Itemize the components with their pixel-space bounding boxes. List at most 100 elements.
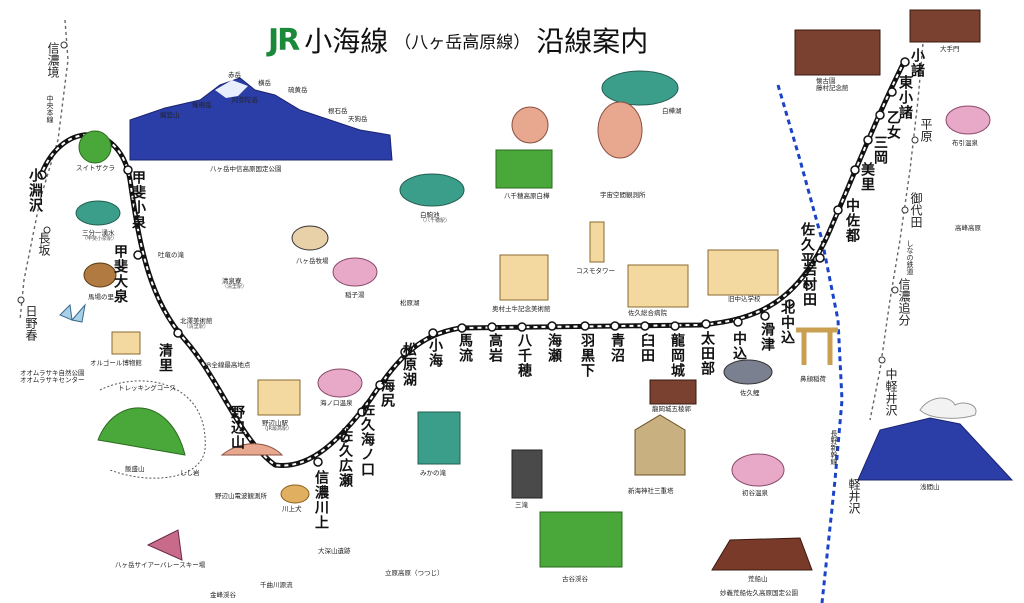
spot-railway-highest: JR全線最高地点 — [205, 361, 251, 369]
station-umijiri: 海尻 — [379, 378, 395, 408]
chuo-station-dot — [17, 296, 25, 304]
station-kiyosato: 清里 — [157, 343, 173, 373]
spot-asamayama: 浅間山 — [920, 483, 940, 491]
spot-yatsugatake-mountains: 八ヶ岳中信高原国定公園 — [210, 165, 282, 173]
lake-icon — [75, 200, 121, 226]
station-hirahara: 平原 — [919, 118, 933, 142]
station-dot-unose — [547, 321, 557, 331]
shinano-station-dot — [891, 286, 899, 294]
spot-shishi: しし岩 — [180, 469, 200, 477]
shinano-station-dot — [901, 206, 909, 214]
station-higashi-komoro: 東小諸 — [897, 75, 913, 120]
line-nickname: （八ヶ岳高原線） — [394, 32, 531, 53]
spot-horse-farm: 馬場の里 — [88, 293, 114, 301]
station-koumi: 小海 — [427, 338, 443, 368]
spot-pagoda: 新海神社三重塔 — [628, 487, 674, 495]
station-aonuma: 青沼 — [609, 333, 625, 363]
spot-space-station: 宇宙空間観測所 — [600, 191, 646, 199]
station-dot-kobuchizawa — [37, 170, 47, 180]
fish-icon — [723, 359, 773, 385]
spot-inako-spa: 稲子湯 — [345, 291, 365, 299]
station-dot-aonuma — [610, 321, 620, 331]
onsen-icon — [945, 105, 991, 135]
station-dot-ryuokajo — [670, 321, 680, 331]
chuo-line — [19, 19, 69, 321]
spot-peak-amidadake: 阿弥陀岳 — [232, 96, 258, 104]
station-hakuroshita: 羽黒下 — [579, 333, 595, 378]
spot-peak-akadake: 赤岳 — [228, 71, 241, 79]
station-nagasaka: 長坂 — [37, 232, 51, 256]
station-kobuchizawa: 小淵沢 — [27, 168, 43, 213]
station-dot-kitanakagomi — [785, 299, 795, 309]
station-dot-usuda — [640, 321, 650, 331]
building-icon — [589, 221, 605, 263]
hill-icon — [97, 407, 186, 456]
station-dot-otabe — [701, 319, 711, 329]
spot-tatesgahara: 立原高原（つつじ） — [385, 569, 444, 577]
station-dot-misato — [850, 165, 860, 175]
spot-umi-no-kuchi-spa: 海ノ口温泉 — [320, 399, 353, 407]
station-otome: 乙女 — [885, 110, 901, 140]
tree-icon — [495, 149, 553, 189]
spot-torii: 鼻顔稲荷 — [800, 375, 826, 383]
spot-yoshida-memorial: 懐古園藤村記念館 — [816, 77, 849, 93]
spot-old-school: 旧中込学校 — [728, 295, 761, 303]
station-kai-koizumi: 甲斐小泉 — [130, 170, 146, 230]
station-dot-kai-koizumi — [123, 165, 133, 175]
station-dot-matsubarako — [400, 347, 410, 357]
page-title: JR 小海線 （八ヶ岳高原線） 沿線案内 — [268, 20, 648, 60]
station-nakasato: 中佐都 — [844, 198, 860, 243]
station-matsubarako: 松原湖 — [401, 342, 417, 387]
station-dot-iwamurada — [803, 280, 813, 290]
shinano-station-dot — [878, 356, 886, 364]
line-name: 小海線 — [304, 25, 389, 58]
horse-icon — [83, 262, 117, 288]
spot-kiyosato-art: 北澤美術館（清里駅） — [180, 317, 213, 331]
station-kai-oizumi: 甲斐大泉 — [112, 244, 128, 304]
spot-kokyo-gorge: 古谷渓谷 — [562, 575, 588, 583]
onsen-icon — [332, 257, 378, 287]
castle-icon — [794, 29, 881, 76]
chuo-station-dot — [43, 226, 51, 234]
shinano-station-dot — [911, 136, 919, 144]
spot-kinpukei: 金峰渓谷 — [210, 591, 236, 599]
spot-hatsutani: 初谷温泉 — [742, 489, 768, 497]
spot-yachiho-highland: 八千穂高原白樺 — [504, 192, 550, 200]
mountain-snow — [215, 80, 248, 98]
skier-icon — [146, 529, 183, 561]
station-shinano-kawakami: 信濃川上 — [313, 470, 329, 530]
station-hinoharu: 日野春 — [24, 305, 38, 341]
spot-peak-gongendake: 権現岳 — [192, 101, 212, 109]
castle-icon — [649, 379, 697, 405]
building-icon — [707, 249, 779, 296]
tree-icon — [511, 106, 549, 144]
spot-tatsuoka-castle: 龍岡城五稜郭 — [652, 405, 691, 413]
station-takigawa: 滑津 — [759, 322, 775, 352]
jr-logo: JR — [268, 22, 300, 58]
station-takaiwa: 高岩 — [487, 333, 503, 363]
station-dot-kai-oizumi — [133, 250, 143, 260]
station-nobeyama: 野辺山 — [229, 405, 245, 450]
spot-kawakami-dog: 川上犬 — [282, 505, 302, 513]
station-dot-saku-hirose — [340, 433, 350, 443]
koumi-station-dots — [37, 57, 910, 467]
building-icon — [499, 254, 549, 301]
station-otabe: 太田部 — [699, 331, 715, 376]
building-icon — [257, 379, 301, 416]
spot-peak-yokodake: 横岳 — [258, 79, 271, 87]
station-shinano-oiwake: 信濃追分 — [897, 278, 911, 326]
station-dot-koumi — [428, 328, 438, 338]
title-suffix: 沿線案内 — [536, 25, 649, 58]
station-ryuokajo: 龍岡城 — [669, 333, 685, 378]
spot-peak-nekodake: 根石岳 — [328, 107, 348, 115]
chuo-station-dot — [60, 41, 68, 49]
shinano-railway-label: しなの鉄道 — [906, 240, 914, 275]
building-icon — [627, 264, 689, 308]
station-shinano-sakai: 信濃境 — [46, 42, 60, 78]
spot-trekking: トレッキングコース — [118, 384, 176, 392]
station-miyota: 御代田 — [909, 192, 923, 228]
trekking-course — [99, 380, 206, 479]
spot-park-bottom: 妙義荒船佐久高原国定公園 — [720, 589, 798, 597]
